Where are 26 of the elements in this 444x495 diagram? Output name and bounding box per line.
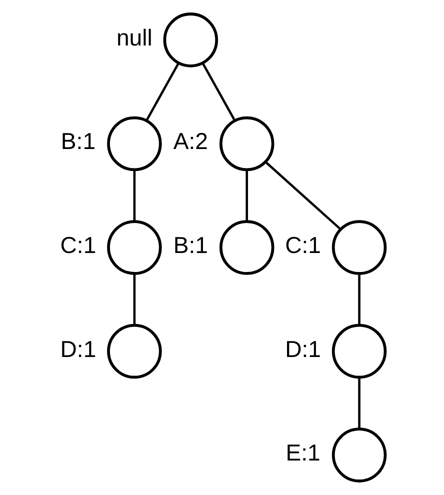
node-label: C:1: [60, 232, 96, 258]
node-circle: [219, 220, 274, 275]
node-circle: [107, 324, 162, 379]
node-circle: [332, 220, 387, 275]
connector: [358, 378, 360, 429]
node-circle: [107, 220, 162, 275]
connector: [265, 161, 342, 230]
connector: [246, 170, 248, 222]
connector: [133, 274, 136, 326]
connector: [146, 62, 180, 121]
connector: [133, 170, 136, 222]
node-circle: [163, 12, 218, 68]
node-label: A:2: [173, 128, 208, 154]
node-label: B:1: [60, 128, 96, 154]
node-circle: [107, 116, 162, 172]
node-circle: [332, 324, 387, 379]
connector: [202, 62, 236, 121]
node-label: D:1: [285, 336, 322, 362]
node-label: C:1: [285, 232, 322, 258]
node-label: B:1: [173, 232, 208, 258]
node-label: D:1: [60, 336, 96, 362]
connector: [358, 274, 360, 326]
node-circle: [219, 116, 274, 172]
node-label: E:1: [286, 440, 320, 466]
node-label: null: [116, 24, 152, 50]
node-circle: [332, 428, 387, 482]
